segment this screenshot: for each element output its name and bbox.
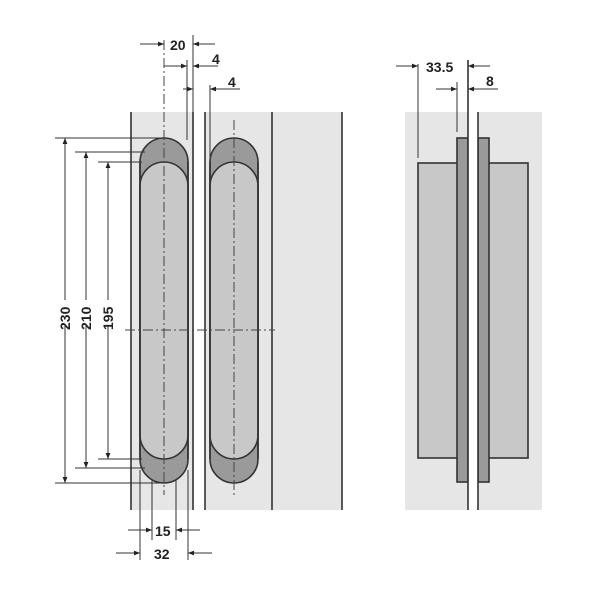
hinge-plate-right	[477, 137, 490, 483]
dim-195: 195	[100, 306, 116, 330]
front-view: 20 4 4 230 210 195 15 32	[55, 35, 343, 562]
hinge-body-right	[209, 137, 259, 484]
dim-4b: 4	[228, 74, 236, 90]
dim-8: 8	[486, 73, 494, 89]
side-view: 33.5 8	[396, 59, 542, 510]
dim-32: 32	[154, 546, 170, 562]
dim-33-5: 33.5	[426, 59, 453, 75]
dim-230: 230	[57, 306, 73, 330]
dim-210: 210	[78, 306, 94, 330]
hinge-plate-left	[456, 137, 469, 483]
dim-15: 15	[155, 523, 171, 539]
dim-4a: 4	[212, 51, 220, 67]
dim-20: 20	[170, 37, 186, 53]
door-gap	[468, 112, 478, 510]
